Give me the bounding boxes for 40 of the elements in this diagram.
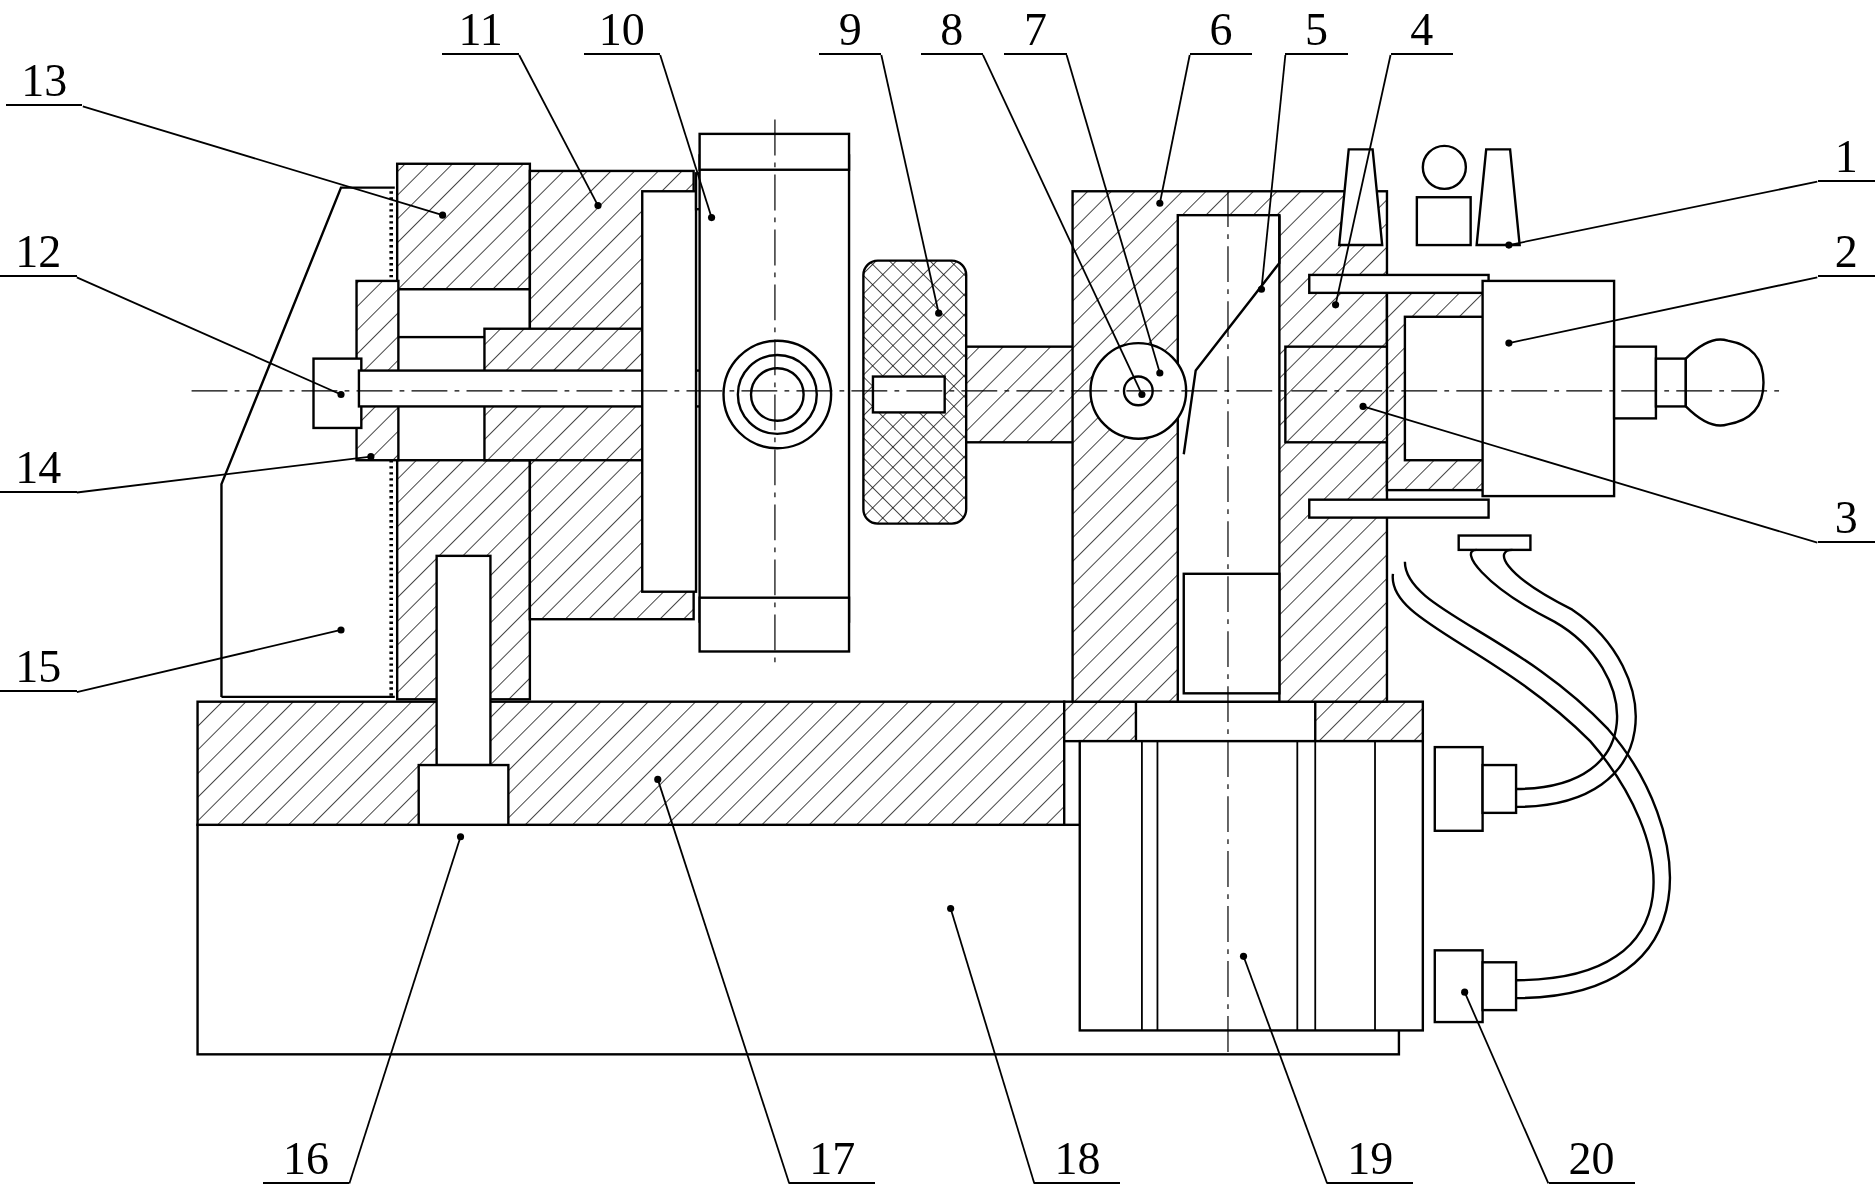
callout-number: 12 [0, 224, 77, 278]
leader-line [75, 626, 345, 694]
leader-line [1257, 54, 1287, 293]
callout-number: 2 [1817, 224, 1875, 278]
callout-number: 18 [1034, 1131, 1121, 1184]
callout-number: 19 [1327, 1131, 1414, 1184]
callout-number: 7 [1004, 2, 1067, 55]
leader-line [75, 453, 375, 494]
leader-line [982, 54, 1146, 399]
leader-line [348, 833, 465, 1185]
leader-line [1332, 54, 1392, 309]
leader-line [1065, 54, 1164, 377]
leader-line [81, 105, 447, 219]
leader-line [654, 775, 791, 1185]
callout-number: 16 [263, 1131, 350, 1184]
callout-number: 1 [1817, 129, 1875, 182]
callout-number: 10 [583, 2, 661, 55]
leader-line [947, 904, 1036, 1185]
callout-number: 15 [0, 639, 77, 693]
callout-number: 11 [442, 2, 519, 55]
callout-number: 5 [1285, 2, 1348, 55]
callout-number: 8 [920, 2, 983, 55]
callout-number: 17 [789, 1131, 876, 1184]
callout-number: 13 [5, 53, 83, 107]
leader-line [659, 54, 716, 222]
leader-line [1359, 402, 1819, 544]
leader-line [1505, 276, 1819, 347]
callout-number: 4 [1390, 2, 1453, 55]
callout-number: 14 [0, 440, 77, 493]
leader-line [1505, 180, 1819, 249]
callout-number: 9 [819, 2, 882, 55]
callout-number: 3 [1817, 490, 1875, 543]
leader-line [75, 276, 345, 399]
leader-line [1156, 54, 1191, 207]
leader-line [1239, 952, 1329, 1185]
leader-line [1461, 988, 1550, 1185]
leader-line [518, 54, 602, 210]
callout-number: 6 [1189, 2, 1252, 55]
callout-number: 20 [1548, 1131, 1635, 1184]
leader-line [880, 54, 943, 317]
